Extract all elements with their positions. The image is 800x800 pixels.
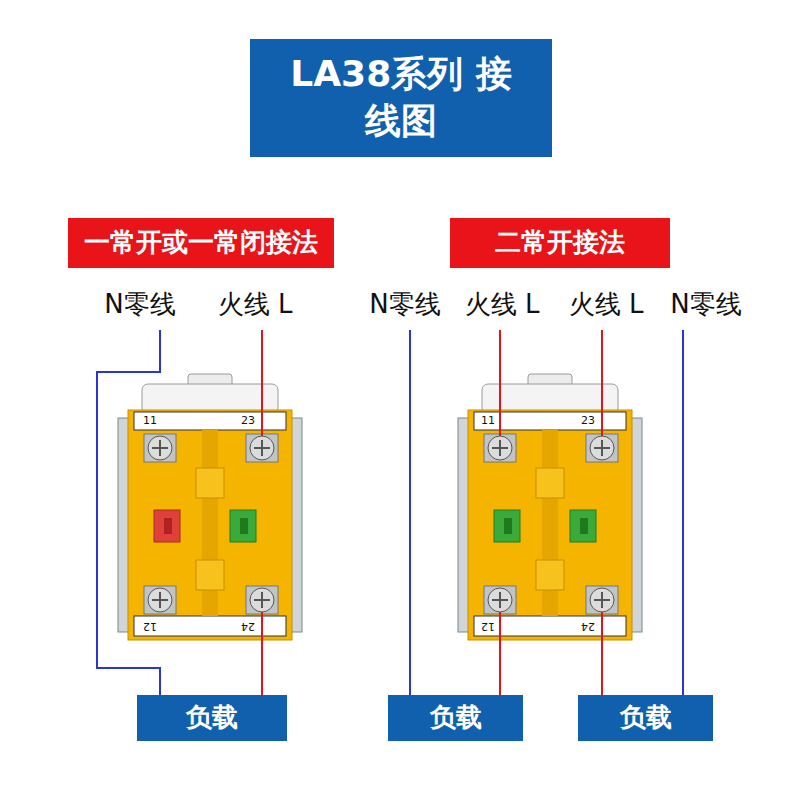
switch-body	[118, 374, 302, 640]
terminal-number-slot: 12	[481, 620, 495, 633]
wire-name-slot: N零线	[104, 290, 175, 320]
terminal-strip	[134, 412, 286, 430]
terminal-number: 23	[241, 415, 255, 428]
clip	[536, 468, 564, 498]
terminal-number-slot: 23	[241, 415, 255, 428]
load-box-text: 负载	[430, 701, 482, 735]
wire-name: N零线	[104, 290, 175, 320]
method-heading: 二常开接法	[450, 218, 670, 268]
live-wire	[261, 330, 263, 436]
terminal-number-slot: 12	[143, 620, 157, 633]
neutral-wire	[409, 330, 411, 695]
wire-name: N零线	[670, 290, 741, 320]
terminal-strip	[474, 616, 626, 636]
no-window	[570, 510, 596, 542]
terminal-strip	[134, 616, 286, 636]
load-box-text: 负载	[186, 701, 238, 735]
load-box-text: 负载	[620, 701, 672, 735]
terminal-number-slot: 11	[481, 415, 495, 428]
terminal-number: 12	[481, 620, 495, 633]
load-box: 负载	[137, 695, 287, 741]
wire-name: 火线 L	[218, 290, 293, 320]
screw-slot	[152, 440, 270, 608]
contact-indicator	[240, 518, 248, 534]
clip	[196, 468, 224, 498]
wire-name-slot: 火线 L	[218, 290, 293, 320]
terminal-number: 23	[581, 415, 595, 428]
terminal-number-slot: 24	[241, 620, 255, 633]
terminal-number: 24	[241, 620, 255, 633]
terminal-number-slot: 11	[143, 415, 157, 428]
contact-indicator	[580, 518, 588, 534]
wire-name: 火线 L	[569, 290, 644, 320]
neutral-wire	[682, 330, 684, 695]
wire-name-slot: N零线	[670, 290, 741, 320]
terminal-number: 12	[143, 620, 157, 633]
live-wire	[499, 612, 501, 695]
clip	[196, 560, 224, 590]
terminal-number-slot: 24	[581, 620, 595, 633]
clip	[536, 560, 564, 590]
contact-indicator	[164, 518, 172, 534]
no-window	[494, 510, 520, 542]
load-box: 负载	[388, 695, 523, 741]
no-window	[230, 510, 256, 542]
title-box: LA38系列 接线图	[250, 39, 552, 157]
contact-block	[468, 410, 632, 640]
method-heading-text: 一常开或一常闭接法	[84, 226, 318, 260]
wire-name-slot: 火线 L	[569, 290, 644, 320]
wires	[97, 330, 683, 695]
terminal-strip	[474, 412, 626, 430]
wire-name: 火线 L	[465, 290, 540, 320]
terminal-number: 11	[481, 415, 495, 428]
screw-slot	[492, 440, 610, 608]
title-box-text: LA38系列 接线图	[276, 51, 526, 145]
terminal-number: 11	[143, 415, 157, 428]
live-wire	[601, 330, 603, 436]
wire-name-slot: 火线 L	[465, 290, 540, 320]
neutral-wire	[97, 330, 160, 695]
method-heading-text: 二常开接法	[495, 226, 625, 260]
wire-name: N零线	[369, 290, 440, 320]
terminal-number-slot: 23	[581, 415, 595, 428]
wire-name-slot: N零线	[369, 290, 440, 320]
terminal-number: 24	[581, 620, 595, 633]
load-box: 负载	[578, 695, 713, 741]
method-heading: 一常开或一常闭接法	[68, 218, 334, 268]
live-wire	[499, 330, 501, 436]
switch-body	[458, 374, 642, 640]
contact-block	[128, 410, 292, 640]
contact-indicator	[504, 518, 512, 534]
live-wire	[261, 612, 263, 695]
nc-window	[154, 510, 180, 542]
live-wire	[601, 612, 603, 695]
